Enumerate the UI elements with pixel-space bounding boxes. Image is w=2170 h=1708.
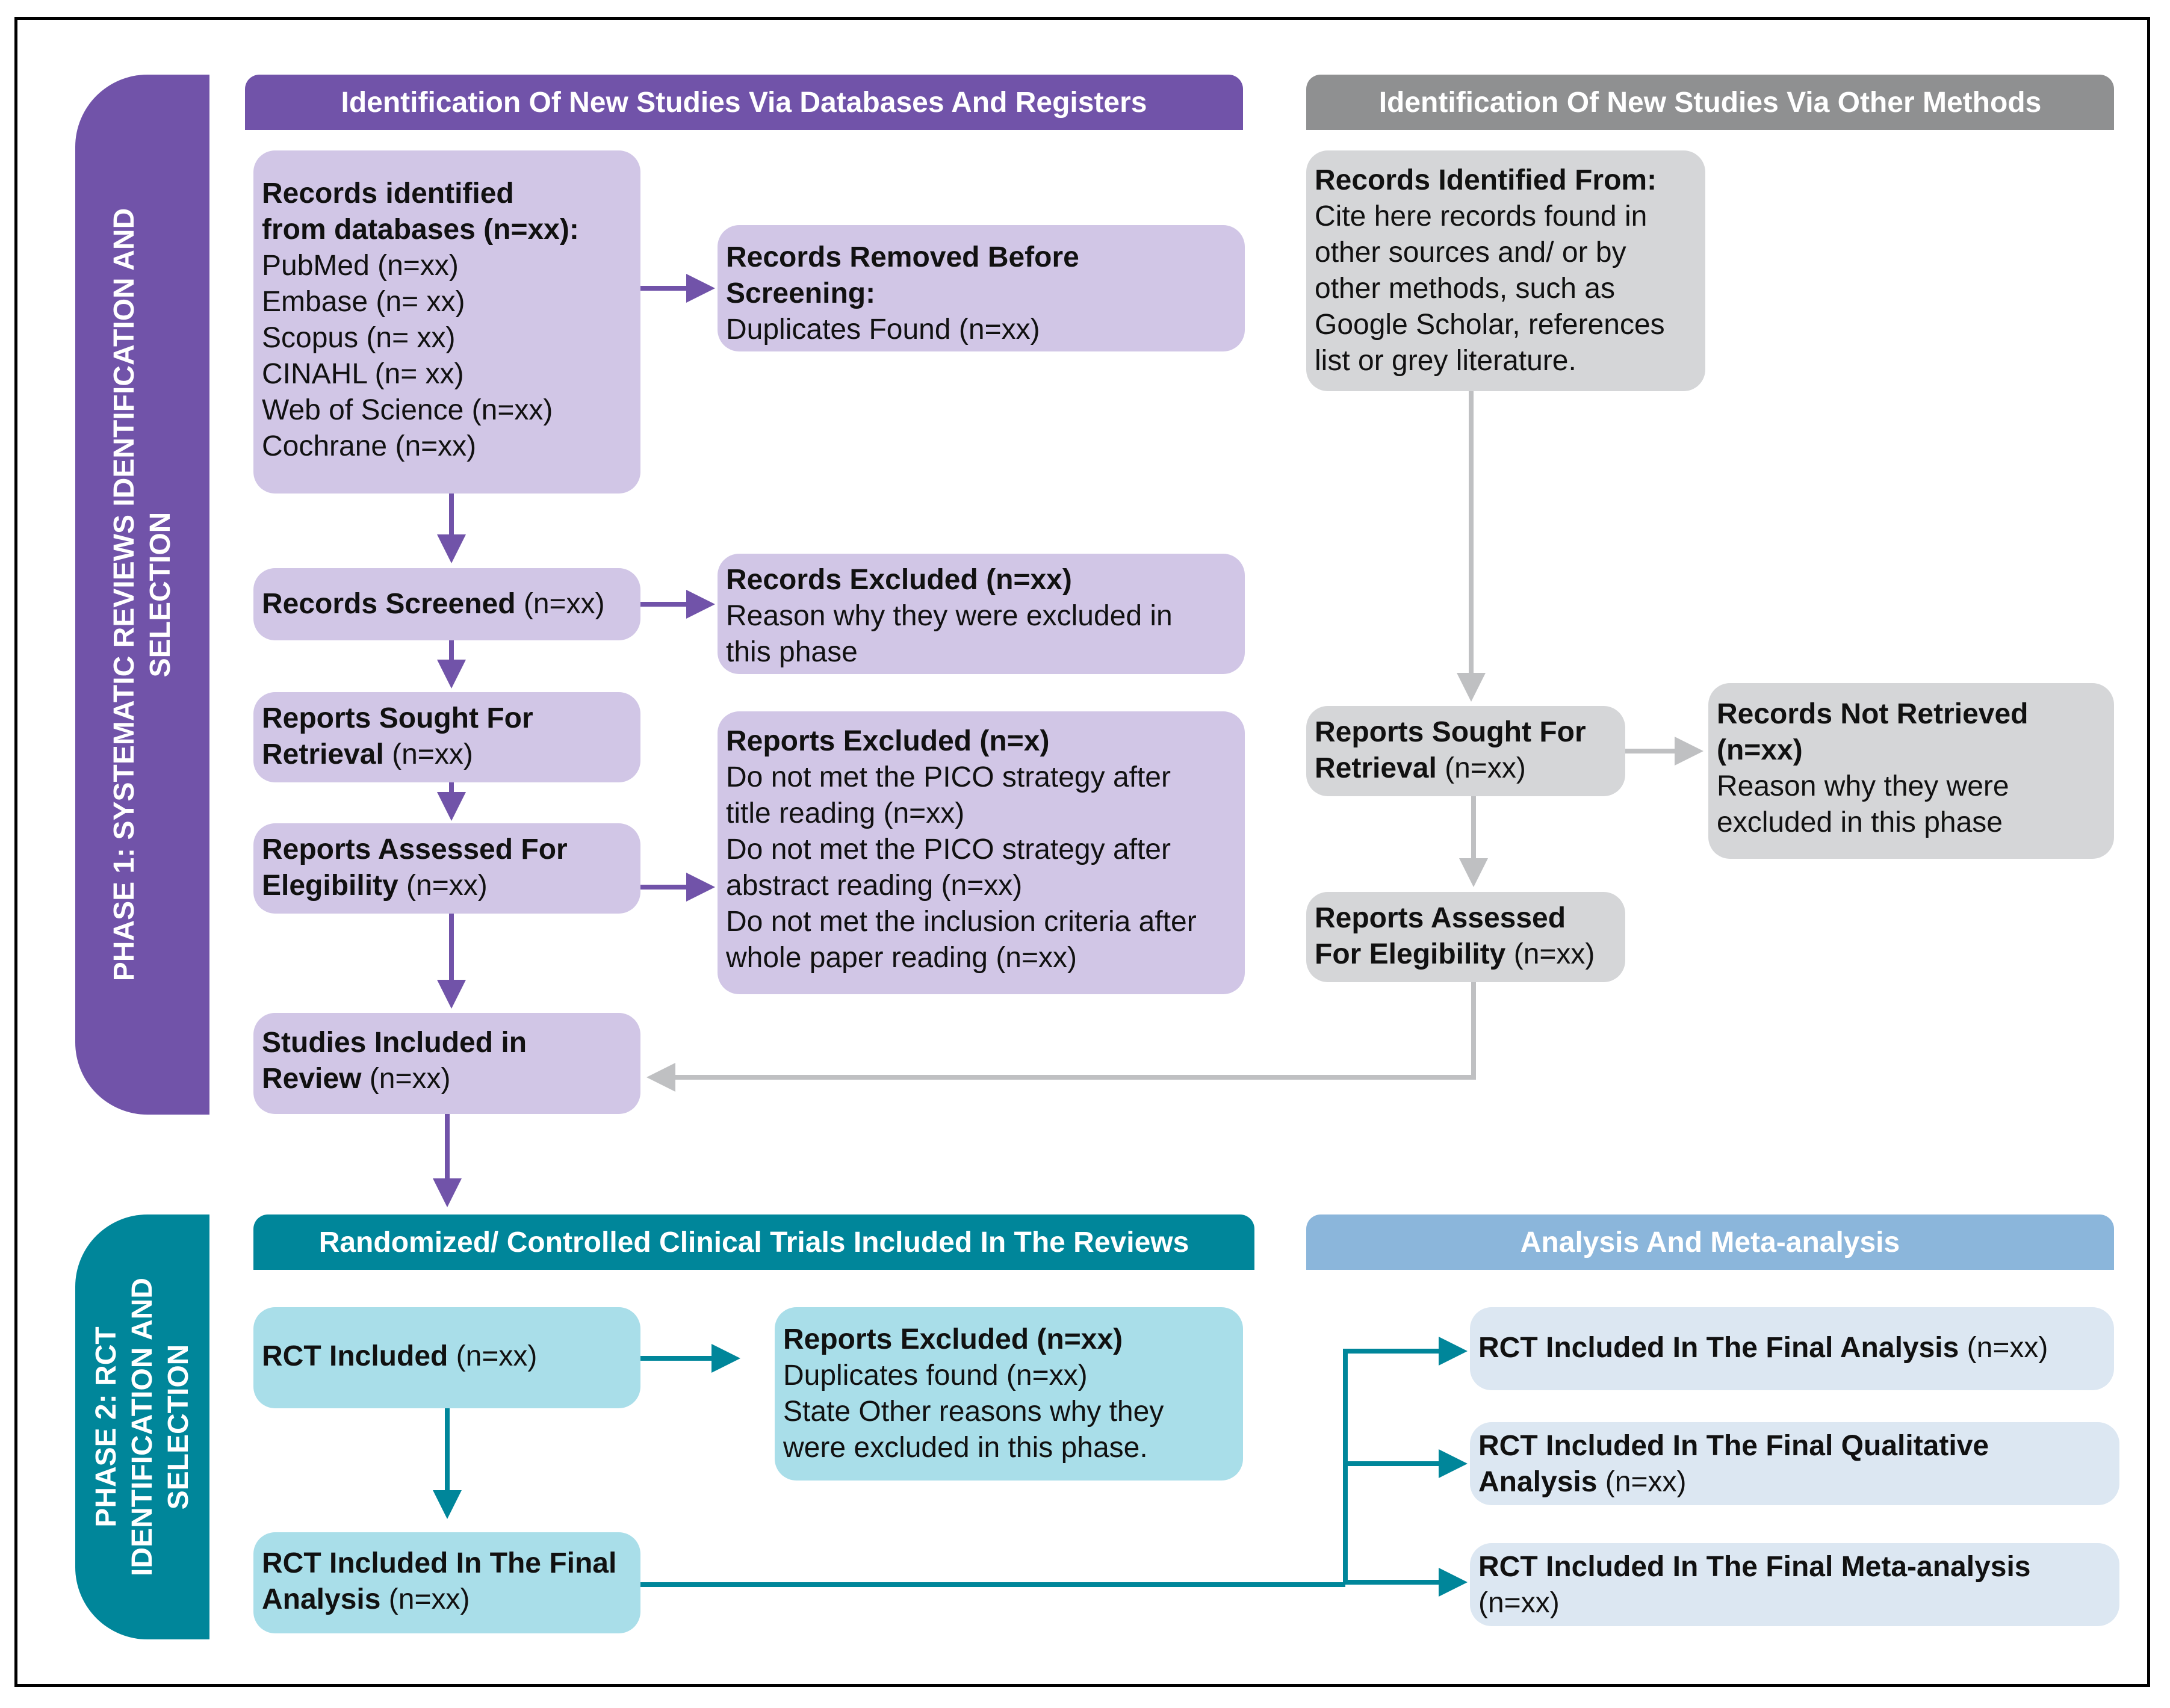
rct-excluded-box: Reports Excluded (n=xx) Duplicates found… <box>775 1307 1243 1481</box>
reports-excluded-box: Reports Excluded (n=x) Do not met the PI… <box>718 711 1245 994</box>
other-records-box: Records Identified From: Cite here recor… <box>1306 150 1705 391</box>
header-analysis: Analysis And Meta-analysis <box>1306 1214 2114 1270</box>
box-line: were excluded in this phase. <box>783 1432 1148 1464</box>
box-title: Analysis <box>1478 1466 1598 1498</box>
box-line: Reason why they were excluded in <box>726 600 1173 632</box>
box-line: Do not met the PICO strategy after <box>726 834 1171 865</box>
box-title: (n=xx) <box>1717 734 1803 766</box>
rct-included-box: RCT Included (n=xx) <box>253 1307 640 1408</box>
box-count: (n=xx) <box>1436 752 1526 784</box>
database-entry: CINAHL (n= xx) <box>262 358 464 390</box>
box-title: Screening: <box>726 277 876 309</box>
box-line: abstract reading (n=xx) <box>726 870 1023 902</box>
box-count: (n=xx) <box>1959 1332 2048 1364</box>
box-title: Reports Assessed For <box>262 834 568 865</box>
box-title: Reports Excluded (n=xx) <box>783 1323 1123 1355</box>
box-title: Records Excluded (n=xx) <box>726 564 1072 596</box>
box-count: (n=xx) <box>1597 1466 1687 1498</box>
box-title: Elegibility <box>262 870 398 902</box>
box-count: (n=xx) <box>383 738 473 770</box>
box-line: whole paper reading (n=xx) <box>726 942 1077 974</box>
box-title: For Elegibility <box>1315 938 1506 970</box>
database-entry: Scopus (n= xx) <box>262 322 456 354</box>
box-line: Cite here records found in <box>1315 200 1648 232</box>
rct-final-box: RCT Included In The Final Analysis (n=xx… <box>253 1532 640 1633</box>
box-title: RCT Included In The Final Analysis <box>1478 1332 1959 1364</box>
box-line: Do not met the inclusion criteria after <box>726 906 1197 938</box>
records-excluded-box: Records Excluded (n=xx) Reason why they … <box>718 554 1245 674</box>
box-title: Analysis <box>262 1583 381 1615</box>
box-line: Duplicates Found (n=xx) <box>726 314 1040 345</box>
database-entry: Web of Science (n=xx) <box>262 394 553 426</box>
box-count: (n=xx) <box>515 588 605 620</box>
box-title: Reports Sought For <box>1315 716 1586 748</box>
database-entry: PubMed (n=xx) <box>262 250 459 282</box>
database-entry: Cochrane (n=xx) <box>262 430 477 462</box>
box-line: list or grey literature. <box>1315 345 1576 377</box>
studies-included-box: Studies Included in Review (n=xx) <box>253 1013 640 1114</box>
box-title: Review <box>262 1063 362 1095</box>
box-count: (n=xx) <box>448 1340 538 1372</box>
box-line: excluded in this phase <box>1717 806 2003 838</box>
box-line: State Other reasons why they <box>783 1396 1164 1428</box>
box-line: this phase <box>726 636 858 668</box>
box-title: Retrieval <box>262 738 384 770</box>
box-count: (n=xx) <box>380 1583 470 1615</box>
box-title: from databases (n=xx): <box>262 214 579 246</box>
box-title: Records Not Retrieved <box>1717 698 2029 730</box>
phase2-sidebar: PHASE 2: RCT IDENTIFICATION AND SELECTIO… <box>75 1214 209 1639</box>
box-title: Retrieval <box>1315 752 1437 784</box>
box-title: Studies Included in <box>262 1027 527 1059</box>
other-assessed-box: Reports Assessed For Elegibility (n=xx) <box>1306 892 1625 982</box>
box-line: Reason why they were <box>1717 770 2009 802</box>
box-title: RCT Included In The Final <box>262 1547 617 1579</box>
header-databases: Identification Of New Studies Via Databa… <box>245 75 1243 130</box>
box-line: title reading (n=xx) <box>726 797 965 829</box>
box-title: RCT Included In The Final Meta-analysis <box>1478 1551 2031 1583</box>
final-analysis-box: RCT Included In The Final Analysis (n=xx… <box>1470 1307 2114 1390</box>
box-line: Google Scholar, references <box>1315 309 1665 341</box>
box-title: RCT Included In The Final Qualitative <box>1478 1430 1989 1462</box>
other-sought-box: Reports Sought For Retrieval (n=xx) <box>1306 706 1625 796</box>
box-line: other methods, such as <box>1315 273 1615 305</box>
box-count: (n=xx) <box>398 870 488 902</box>
box-title: Records Screened <box>262 588 516 620</box>
box-title: Records Removed Before <box>726 241 1079 273</box>
box-title: Reports Assessed <box>1315 902 1566 934</box>
diagram-frame <box>14 17 2150 1687</box>
records-identified-box: Records identified from databases (n=xx)… <box>253 150 640 494</box>
reports-sought-box: Reports Sought For Retrieval (n=xx) <box>253 692 640 782</box>
header-rct-trials: Randomized/ Controlled Clinical Trials I… <box>253 1214 1254 1270</box>
final-meta-box: RCT Included In The Final Meta-analysis … <box>1470 1543 2119 1626</box>
final-qualitative-box: RCT Included In The Final Qualitative An… <box>1470 1422 2119 1505</box>
reports-assessed-box: Reports Assessed For Elegibility (n=xx) <box>253 823 640 914</box>
box-title: Reports Sought For <box>262 702 533 734</box>
not-retrieved-box: Records Not Retrieved (n=xx) Reason why … <box>1708 683 2114 859</box>
database-entry: Embase (n= xx) <box>262 286 465 318</box>
box-title: RCT Included <box>262 1340 448 1372</box>
box-count: (n=xx) <box>1478 1587 1560 1619</box>
box-title: Records Identified From: <box>1315 164 1657 196</box>
box-line: other sources and/ or by <box>1315 237 1626 268</box>
records-screened-box: Records Screened (n=xx) <box>253 568 640 640</box>
box-count: (n=xx) <box>1505 938 1595 970</box>
records-removed-box: Records Removed Before Screening: Duplic… <box>718 225 1245 351</box>
box-count: (n=xx) <box>361 1063 451 1095</box>
box-line: Duplicates found (n=xx) <box>783 1360 1088 1391</box>
phase1-sidebar: PHASE 1: SYSTEMATIC REVIEWS IDENTIFICATI… <box>75 75 209 1115</box>
arrow-other-assessed-to-studies <box>646 982 1476 1092</box>
box-title: Records identified <box>262 178 514 209</box>
box-line: Do not met the PICO strategy after <box>726 761 1171 793</box>
box-title: Reports Excluded (n=x) <box>726 725 1050 757</box>
header-other-methods: Identification Of New Studies Via Other … <box>1306 75 2114 130</box>
